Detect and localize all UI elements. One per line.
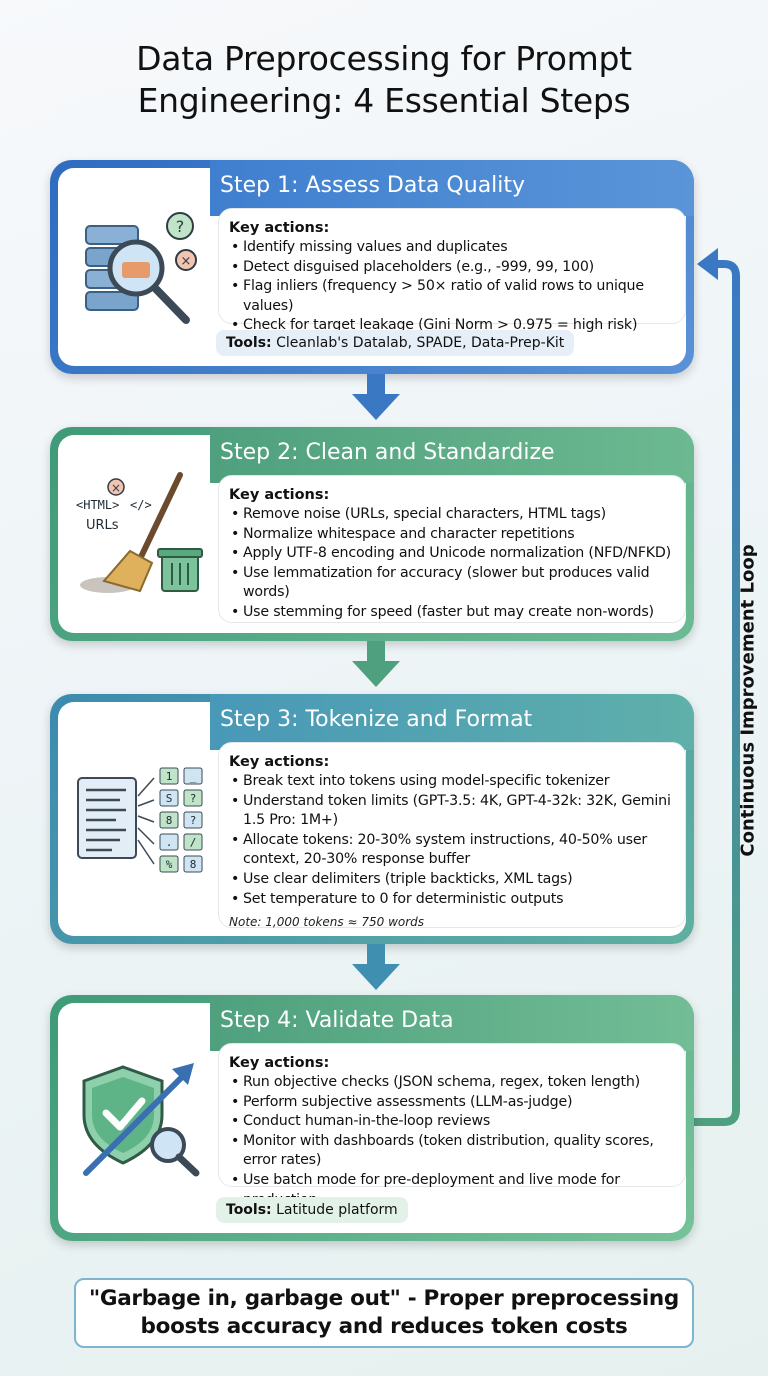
down-arrow-icon xyxy=(352,944,400,990)
list-item: Use stemming for speed (faster but may c… xyxy=(229,603,675,623)
step-card-2: Step 2: Clean and Standardize × <HTML> <… xyxy=(50,427,694,641)
step-title-2: Step 2: Clean and Standardize xyxy=(220,439,555,465)
shield-check-icon xyxy=(68,1053,218,1203)
list-item: Flag inliers (frequency > 50× ratio of v… xyxy=(229,277,675,316)
broom-trash-icon: × <HTML> </> URLs xyxy=(68,467,218,617)
database-magnifier-icon: ? × xyxy=(68,204,218,354)
tools-badge: Tools: Latitude platform xyxy=(216,1197,408,1223)
svg-text:<HTML>: <HTML> xyxy=(76,498,119,512)
svg-text:.: . xyxy=(166,836,173,849)
list-item: Detect disguised placeholders (e.g., -99… xyxy=(229,258,675,278)
list-item: Remove noise (URLs, special characters, … xyxy=(229,505,675,525)
page-title-line1: Data Preprocessing for Prompt xyxy=(136,39,632,78)
footer-line1: "Garbage in, garbage out" - Proper prepr… xyxy=(88,1286,680,1311)
step-panel-3: Key actions: Break text into tokens usin… xyxy=(218,742,686,930)
svg-text:×: × xyxy=(181,254,192,269)
key-actions-label: Key actions: xyxy=(229,220,330,236)
page-title-line2: Engineering: 4 Essential Steps xyxy=(137,81,631,120)
svg-text:/: / xyxy=(190,836,197,849)
token-note: Note: 1,000 tokens ≈ 750 words xyxy=(229,915,425,930)
action-list: Break text into tokens using model-speci… xyxy=(229,772,675,909)
step-panel-2: Key actions: Remove noise (URLs, special… xyxy=(218,475,686,623)
list-item: Understand token limits (GPT-3.5: 4K, GP… xyxy=(229,792,675,831)
step-panel-4: Key actions: Run objective checks (JSON … xyxy=(218,1043,686,1208)
svg-text:_: _ xyxy=(190,770,197,783)
svg-text:1: 1 xyxy=(166,770,173,783)
loop-label: Continuous Improvement Loop xyxy=(737,543,759,857)
svg-text:%: % xyxy=(166,858,173,871)
svg-text:</>: </> xyxy=(130,498,152,512)
list-item: Allocate tokens: 20-30% system instructi… xyxy=(229,831,675,870)
action-list: Identify missing values and duplicates D… xyxy=(229,238,675,336)
svg-text:?: ? xyxy=(190,814,197,827)
list-item: Monitor with dashboards (token distribut… xyxy=(229,1132,675,1171)
step-title-3: Step 3: Tokenize and Format xyxy=(220,706,533,732)
down-arrow-icon xyxy=(352,641,400,687)
action-list: Run objective checks (JSON schema, regex… xyxy=(229,1073,675,1210)
key-actions-label: Key actions: xyxy=(229,487,330,503)
document-tokens-icon: 1 _ S ? 8 ? . / % 8 xyxy=(68,756,218,906)
step-card-3: Step 3: Tokenize and Format 1 _ S xyxy=(50,694,694,944)
svg-text:8: 8 xyxy=(190,858,197,871)
action-list: Remove noise (URLs, special characters, … xyxy=(229,505,675,623)
svg-text:×: × xyxy=(111,481,121,495)
list-item: Break text into tokens using model-speci… xyxy=(229,772,675,792)
step-title-4: Step 4: Validate Data xyxy=(220,1007,454,1033)
list-item: Use clear delimiters (triple backticks, … xyxy=(229,870,675,890)
key-actions-label: Key actions: xyxy=(229,754,330,770)
list-item: Set temperature to 0 for deterministic o… xyxy=(229,890,675,910)
step-panel-1: Key actions: Identify missing values and… xyxy=(218,208,686,336)
list-item: Perform subjective assessments (LLM-as-j… xyxy=(229,1093,675,1113)
list-item: Use lemmatization for accuracy (slower b… xyxy=(229,564,675,603)
list-item: Check for target leakage (Gini Norm > 0.… xyxy=(229,316,675,336)
step-card-1: Step 1: Assess Data Quality ? × Key acti… xyxy=(50,160,694,374)
down-arrow-icon xyxy=(352,374,400,420)
svg-text:S: S xyxy=(166,792,173,805)
footer-quote: "Garbage in, garbage out" - Proper prepr… xyxy=(74,1278,694,1348)
list-item: Conduct human-in-the-loop reviews xyxy=(229,1112,675,1132)
step-card-4: Step 4: Validate Data Key actions: Run o… xyxy=(50,995,694,1241)
key-actions-label: Key actions: xyxy=(229,1055,330,1071)
list-item: Apply UTF-8 encoding and Unicode normali… xyxy=(229,544,675,564)
tools-badge: Tools: Cleanlab's Datalab, SPADE, Data-P… xyxy=(216,330,575,356)
svg-text:?: ? xyxy=(176,217,185,236)
page-title: Data Preprocessing for Prompt Engineerin… xyxy=(0,38,768,122)
list-item: Run objective checks (JSON schema, regex… xyxy=(229,1073,675,1093)
list-item: Identify missing values and duplicates xyxy=(229,238,675,258)
svg-text:8: 8 xyxy=(166,814,173,827)
svg-text:?: ? xyxy=(190,792,197,805)
footer-line2: boosts accuracy and reduces token costs xyxy=(140,1314,628,1339)
list-item: Normalize whitespace and character repet… xyxy=(229,525,675,545)
svg-text:URLs: URLs xyxy=(86,518,119,533)
step-title-1: Step 1: Assess Data Quality xyxy=(220,172,526,198)
